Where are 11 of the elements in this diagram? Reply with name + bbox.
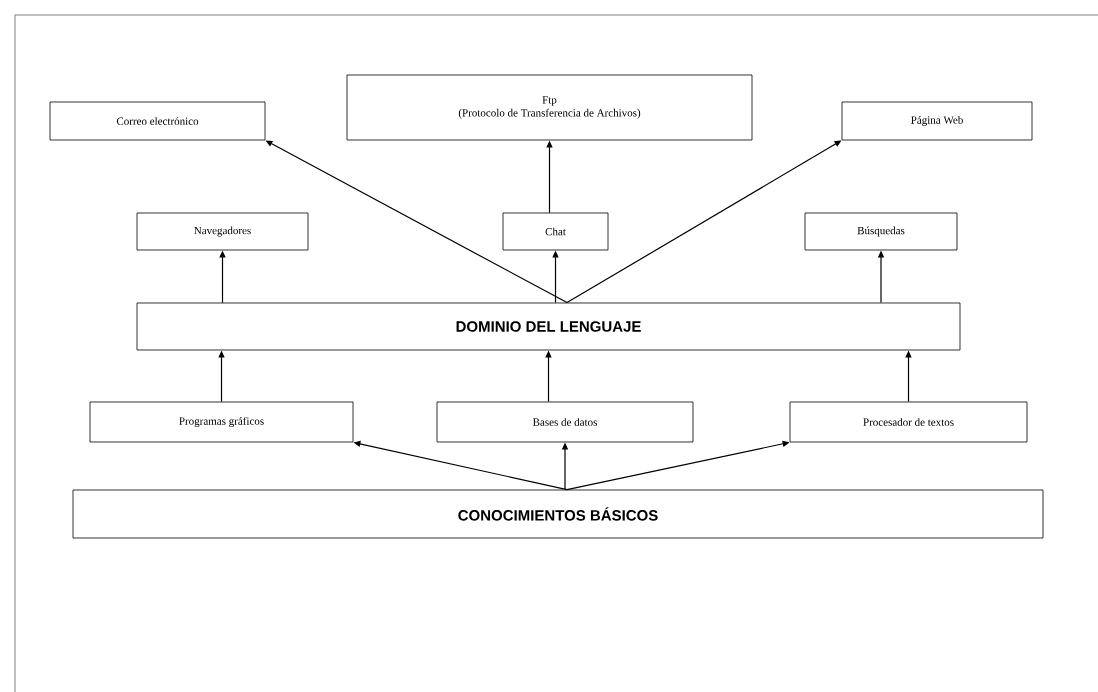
label-box: Búsquedas	[804, 212, 958, 251]
label-box: Bases de datos	[436, 401, 694, 443]
label-box: Ftp (Protocolo de Transferencia de Archivos)	[346, 74, 753, 141]
label-box: Navegadores	[136, 212, 309, 251]
label-box: Programas gráficos	[89, 401, 354, 443]
label-box: Página Web	[841, 101, 1033, 141]
level-box: CONOCIMIENTOS BÁSICOS	[72, 489, 1044, 539]
label-box: Chat	[502, 212, 609, 251]
level-box: DOMINIO DEL LENGUAJE	[136, 302, 961, 351]
label-box: Correo electrónico	[49, 101, 266, 141]
label-box: Procesador de textos	[789, 401, 1028, 443]
